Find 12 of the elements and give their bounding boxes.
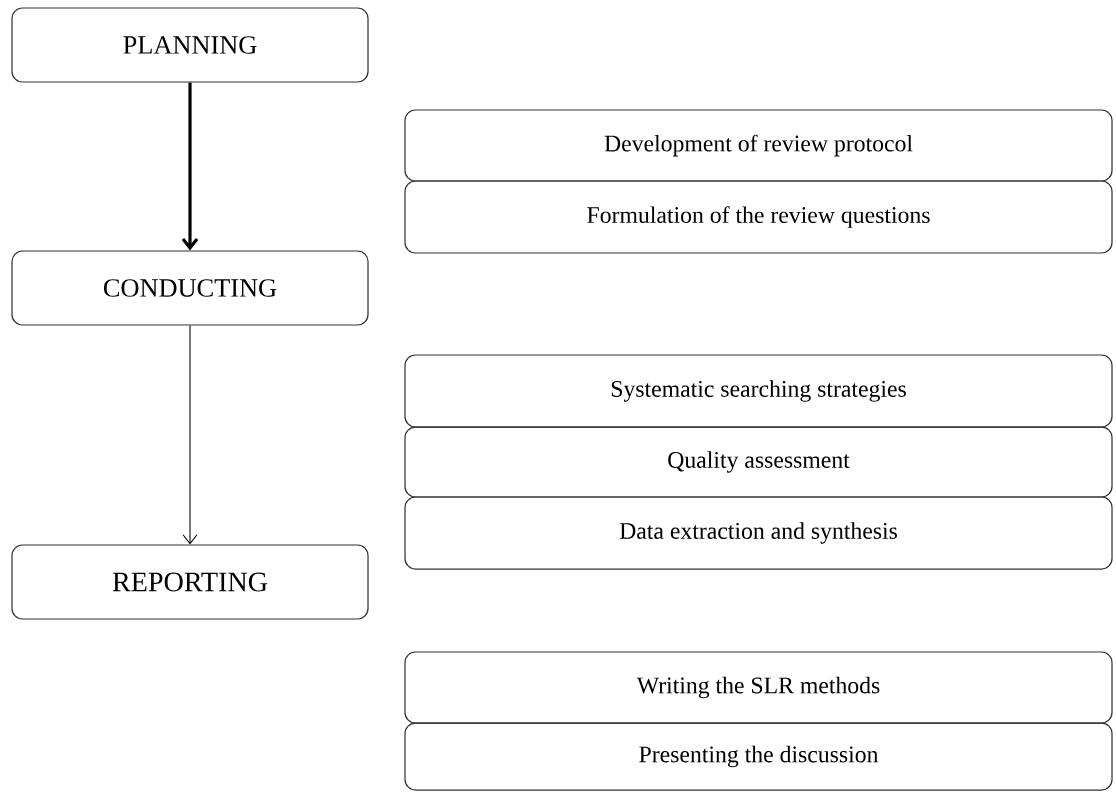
arrow	[182, 325, 198, 545]
step-box: Presenting the discussion	[404, 722, 1113, 791]
phase-box: PLANNING	[11, 7, 369, 83]
step-box: Formulation of the review questions	[404, 180, 1113, 254]
step-box: Quality assessment	[404, 426, 1113, 498]
step-box: Writing the SLR methods	[404, 651, 1113, 724]
step-box: Data extraction and synthesis	[404, 496, 1113, 570]
arrow	[181, 82, 199, 251]
phase-box: REPORTING	[11, 544, 369, 620]
step-box: Development of review protocol	[404, 109, 1113, 182]
phase-box: CONDUCTING	[11, 250, 369, 326]
step-box: Systematic searching strategies	[404, 354, 1113, 428]
